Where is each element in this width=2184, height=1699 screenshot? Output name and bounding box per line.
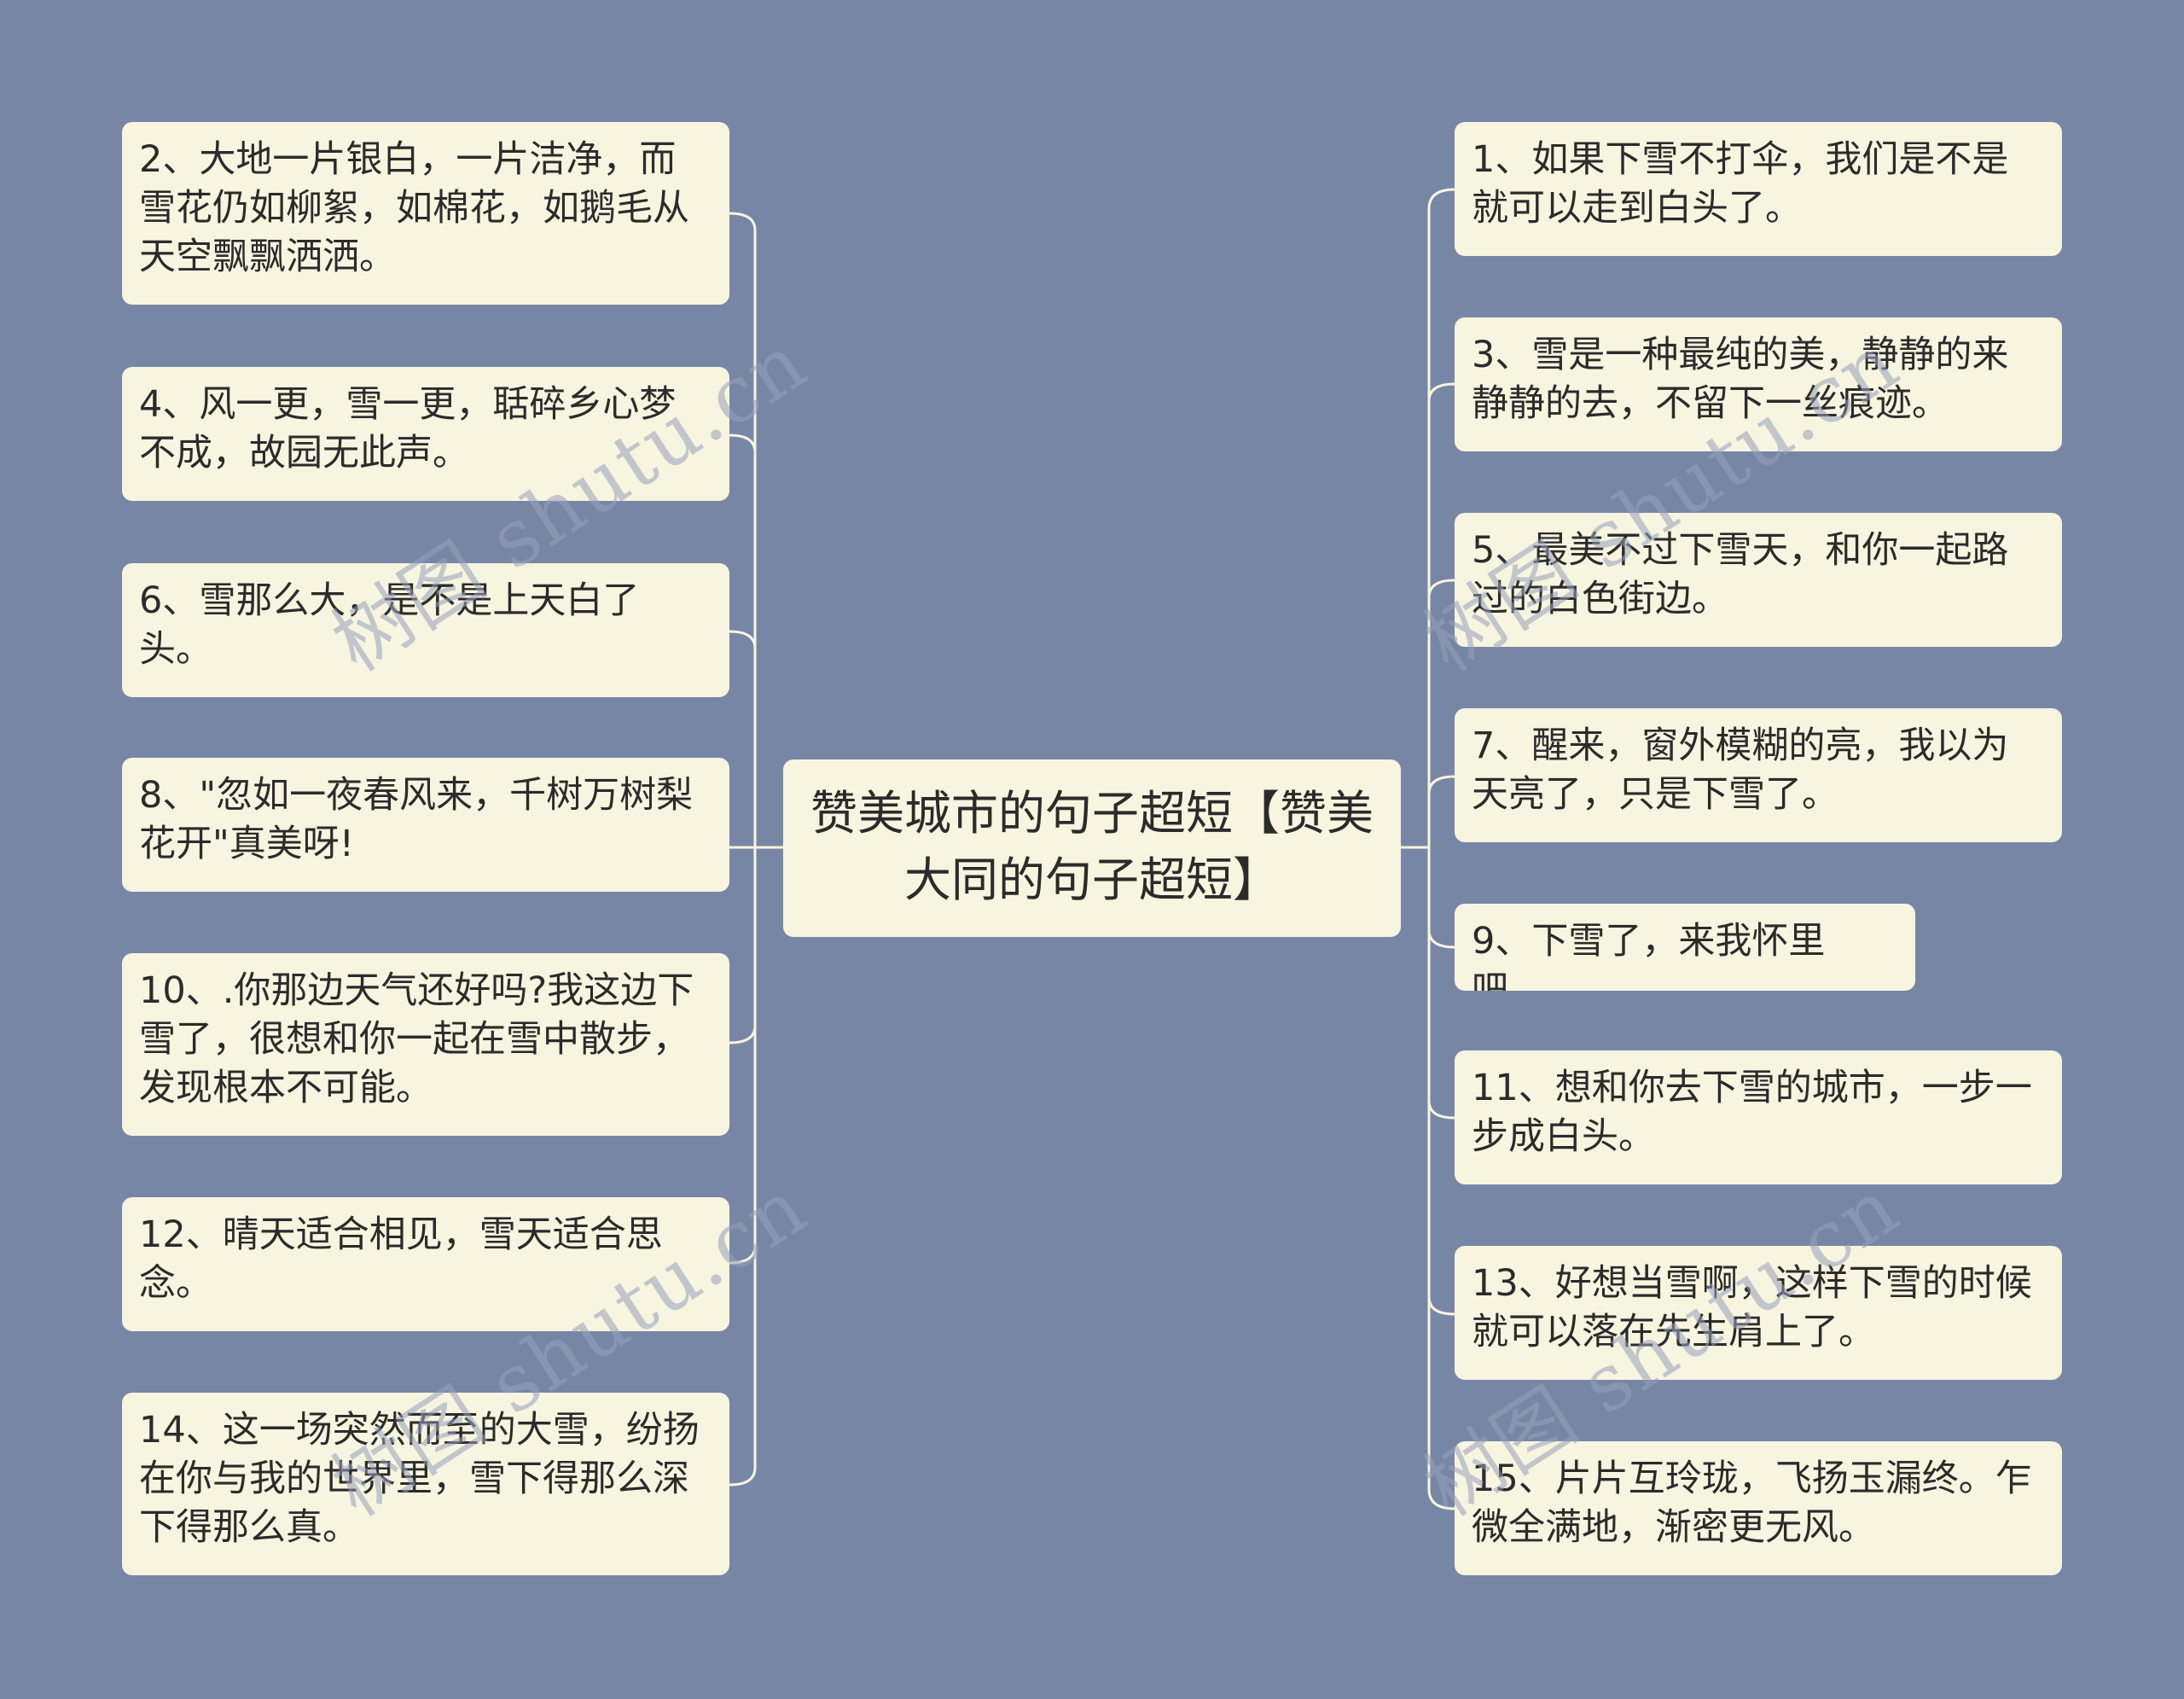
center-topic[interactable]: 赞美城市的句子超短【赞美大同的句子超短】 <box>783 759 1401 937</box>
right-node-1-text: 1、如果下雪不打伞，我们是不是就可以走到白头了。 <box>1472 138 2009 230</box>
connector-right-4 <box>1427 775 1456 795</box>
left-node-6-text: 12、晴天适合相见，雪天适合思念。 <box>139 1213 663 1305</box>
left-node-6[interactable]: 12、晴天适合相见，雪天适合思念。 <box>122 1197 729 1331</box>
connector-right-5 <box>1427 928 1456 949</box>
right-node-6[interactable]: 11、想和你去下雪的城市，一步一步成白头。 <box>1455 1050 2062 1184</box>
right-node-4-text: 7、醒来，窗外模糊的亮，我以为天亮了，只是下雪了。 <box>1472 724 2009 816</box>
right-node-6-text: 11、想和你去下雪的城市，一步一步成白头。 <box>1472 1067 2032 1158</box>
left-node-4[interactable]: 8、"忽如一夜春风来，千树万树梨花开"真美呀! <box>122 758 729 892</box>
left-node-7[interactable]: 14、这一场突然而至的大雪，纷扬在你与我的世界里，雪下得那么深下得那么真。 <box>122 1393 729 1575</box>
connector-left-6 <box>728 1244 757 1265</box>
right-node-4[interactable]: 7、醒来，窗外模糊的亮，我以为天亮了，只是下雪了。 <box>1455 708 2062 842</box>
right-node-7[interactable]: 13、好想当雪啊，这样下雪的时候就可以落在先生肩上了。 <box>1455 1246 2062 1380</box>
right-node-3[interactable]: 5、最美不过下雪天，和你一起路过的白色街边。 <box>1455 513 2062 647</box>
left-node-4-text: 8、"忽如一夜春风来，千树万树梨花开"真美呀! <box>139 774 694 865</box>
right-node-3-text: 5、最美不过下雪天，和你一起路过的白色街边。 <box>1472 529 2009 620</box>
connector-right-8 <box>1427 1487 1456 1510</box>
connector-right-7 <box>1427 1295 1456 1316</box>
connector-left-3 <box>728 630 757 650</box>
right-node-8-text: 15、片片互玲珑，飞扬玉漏终。乍微全满地，渐密更无风。 <box>1472 1458 2032 1549</box>
left-node-2[interactable]: 4、风一更，雪一更，聒碎乡心梦不成，故园无此声。 <box>122 367 729 501</box>
right-node-2-text: 3、雪是一种最纯的美，静静的来静静的去，不留下一丝痕迹。 <box>1472 334 2009 425</box>
left-node-3[interactable]: 6、雪那么大，是不是上天白了头。 <box>122 563 729 697</box>
connector-left-1 <box>728 212 757 232</box>
right-node-5-text: 9、下雪了，来我怀里吧。 <box>1472 920 1826 991</box>
left-node-5[interactable]: 10、.你那边天气还好吗?我这边下雪了，很想和你一起在雪中散步，发现根本不可能。 <box>122 953 729 1136</box>
right-node-1[interactable]: 1、如果下雪不打伞，我们是不是就可以走到白头了。 <box>1455 122 2062 256</box>
connector-left-2 <box>728 433 757 454</box>
connector-left-7 <box>728 1466 757 1487</box>
connector-right-3 <box>1427 579 1456 599</box>
left-node-1-text: 2、大地一片银白，一片洁净，而雪花仍如柳絮，如棉花，如鹅毛从天空飘飘洒洒。 <box>139 138 689 278</box>
right-node-2[interactable]: 3、雪是一种最纯的美，静静的来静静的去，不留下一丝痕迹。 <box>1455 317 2062 451</box>
center-topic-text: 赞美城市的句子超短【赞美大同的句子超短】 <box>810 786 1374 907</box>
connector-left-5 <box>728 1024 757 1044</box>
left-node-5-text: 10、.你那边天气还好吗?我这边下雪了，很想和你一起在雪中散步，发现根本不可能。 <box>139 969 694 1109</box>
connector-right-6 <box>1427 1099 1456 1120</box>
left-node-1[interactable]: 2、大地一片银白，一片洁净，而雪花仍如柳絮，如棉花，如鹅毛从天空飘飘洒洒。 <box>122 122 729 305</box>
right-node-5[interactable]: 9、下雪了，来我怀里吧。 <box>1455 904 1915 991</box>
right-node-8[interactable]: 15、片片互玲珑，飞扬玉漏终。乍微全满地，渐密更无风。 <box>1455 1441 2062 1575</box>
left-node-7-text: 14、这一场突然而至的大雪，纷扬在你与我的世界里，雪下得那么深下得那么真。 <box>139 1409 700 1549</box>
left-node-2-text: 4、风一更，雪一更，聒碎乡心梦不成，故园无此声。 <box>139 383 677 474</box>
right-node-7-text: 13、好想当雪啊，这样下雪的时候就可以落在先生肩上了。 <box>1472 1262 2032 1353</box>
connector-right-2 <box>1427 382 1456 403</box>
left-node-3-text: 6、雪那么大，是不是上天白了头。 <box>139 579 640 671</box>
connector-right-1 <box>1427 188 1456 211</box>
